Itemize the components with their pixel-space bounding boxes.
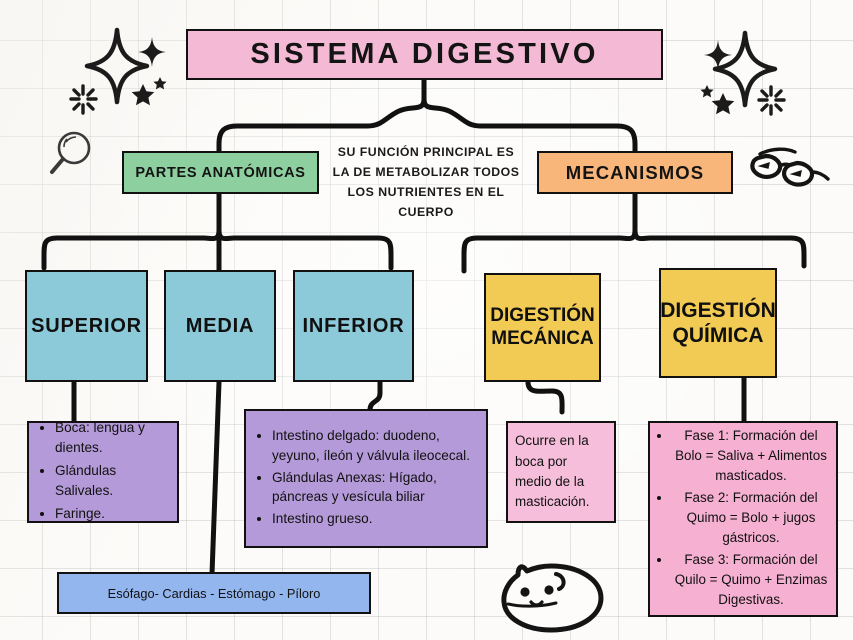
anatomy-node-inferior: INFERIOR — [293, 270, 414, 382]
eyeglasses-icon — [750, 147, 830, 187]
list-item: Faringe. — [55, 504, 169, 524]
mechanism-label-quimica-line2: QUÍMICA — [672, 324, 764, 347]
detail-box-mecanica: Ocurre en la boca por medio de la mastic… — [506, 421, 616, 523]
mechanism-label-mecanica-line2: MECÁNICA — [491, 327, 594, 349]
mechanism-label-quimica-line1: DIGESTIÓN — [660, 298, 776, 322]
connector-mecanismos-to-quimica — [632, 227, 807, 269]
connector-mecanica-to-detail — [525, 379, 565, 415]
title-label: SISTEMA DIGESTIVO — [250, 38, 599, 70]
detail-list-inferior: Intestino delgado: duodeno, yeyuno, íleó… — [246, 426, 486, 531]
list-item: Intestino delgado: duodeno, yeyuno, íleó… — [272, 426, 478, 466]
detail-box-media: Esófago- Cardias - Estómago - Píloro — [57, 572, 371, 614]
cat-face-doodle — [501, 563, 604, 633]
anatomy-node-media: MEDIA — [164, 270, 276, 382]
connector-media-to-detail — [209, 379, 222, 577]
list-item: Intestino grueso. — [272, 509, 478, 529]
sparkle-cluster-left — [69, 27, 167, 115]
list-item: Glándulas Salivales. — [55, 461, 169, 502]
connector-inferior-to-detail — [367, 379, 383, 413]
detail-text-media: Esófago- Cardias - Estómago - Píloro — [107, 585, 321, 601]
branch-node-mecanismos: MECANISMOS — [537, 151, 733, 194]
title-node: SISTEMA DIGESTIVO — [186, 29, 663, 80]
anatomy-label-inferior: INFERIOR — [302, 314, 405, 337]
magnifying-glass-icon — [50, 131, 91, 174]
detail-list-superior: Boca: lengua y dientes. Glándulas Saliva… — [29, 418, 177, 526]
connector-partes-to-superior — [41, 227, 222, 271]
list-item: Glándulas Anexas: Hígado, páncreas y ves… — [272, 468, 478, 508]
sparkle-cluster-right — [700, 30, 786, 116]
mechanism-node-digestion-mecanica: DIGESTIÓN MECÁNICA — [484, 273, 601, 382]
list-item: Fase 1: Formación del Bolo = Saliva + Al… — [672, 426, 830, 486]
list-item: Fase 3: Formación del Quilo = Quimo + En… — [672, 550, 830, 610]
branch-label-partes: PARTES ANATÓMICAS — [135, 164, 306, 181]
anatomy-label-superior: SUPERIOR — [31, 314, 142, 337]
list-item: Boca: lengua y dientes. — [55, 418, 169, 459]
anatomy-node-superior: SUPERIOR — [25, 270, 148, 382]
mechanism-node-digestion-quimica: DIGESTIÓN QUÍMICA — [659, 268, 777, 378]
detail-box-quimica: Fase 1: Formación del Bolo = Saliva + Al… — [648, 421, 838, 617]
mechanism-label-quimica: DIGESTIÓN QUÍMICA — [660, 298, 776, 348]
mechanism-label-mecanica-line1: DIGESTIÓN — [490, 304, 595, 326]
anatomy-label-media: MEDIA — [185, 314, 255, 337]
center-note-text: SU FUNCIÓN PRINCIPAL ES LA DE METABOLIZA… — [332, 145, 520, 219]
mechanism-label-mecanica: DIGESTIÓN MECÁNICA — [490, 305, 595, 351]
branch-label-mecanismos: MECANISMOS — [565, 161, 705, 183]
detail-list-quimica: Fase 1: Formación del Bolo = Saliva + Al… — [650, 426, 836, 613]
list-item: Fase 2: Formación del Quimo = Bolo + jug… — [672, 488, 830, 548]
connector-mecanismos-to-mecanica — [461, 227, 638, 274]
detail-text-mecanica: Ocurre en la boca por medio de la mastic… — [515, 433, 590, 510]
detail-box-superior: Boca: lengua y dientes. Glándulas Saliva… — [27, 418, 179, 526]
connector-partes-to-inferior — [216, 227, 394, 271]
branch-node-partes-anatomicas: PARTES ANATÓMICAS — [122, 151, 319, 194]
detail-box-inferior: Intestino delgado: duodeno, yeyuno, íleó… — [244, 409, 488, 548]
